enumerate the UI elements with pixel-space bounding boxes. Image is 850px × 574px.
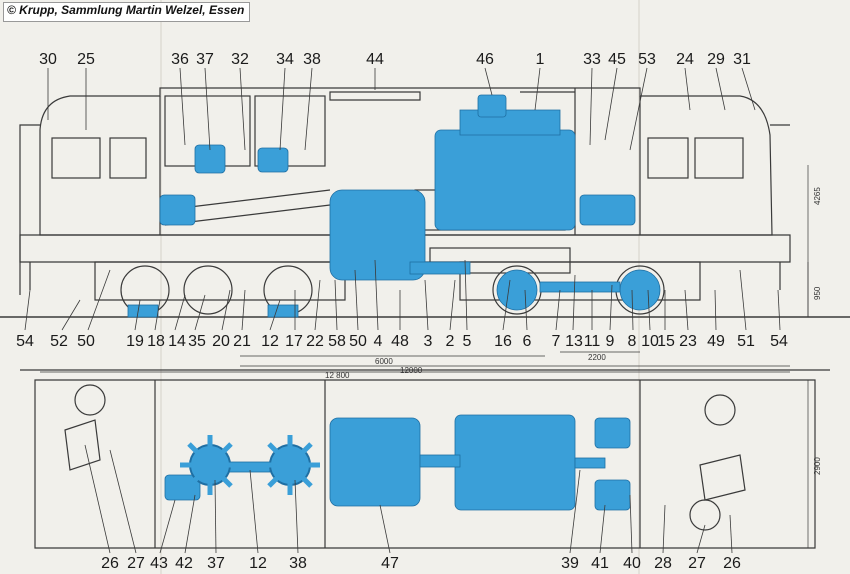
callout-label: 49 bbox=[707, 333, 725, 350]
callout-label: 7 bbox=[551, 333, 561, 350]
machinery-plan-highlight bbox=[164, 414, 631, 511]
callout-label: 54 bbox=[16, 333, 34, 350]
callout-label: 33 bbox=[583, 51, 601, 68]
callout-label: 27 bbox=[688, 555, 706, 572]
callout-label: 50 bbox=[349, 333, 367, 350]
callout-label: 2 bbox=[445, 333, 455, 350]
callout-label: 29 bbox=[707, 51, 725, 68]
callout-label: 25 bbox=[77, 51, 95, 68]
callout-label: 48 bbox=[391, 333, 409, 350]
callout-label: 24 bbox=[676, 51, 694, 68]
callout-label: 42 bbox=[175, 555, 193, 572]
dimension-lines bbox=[40, 165, 809, 548]
callout-label: 37 bbox=[196, 51, 214, 68]
plan-view bbox=[20, 369, 830, 549]
callout-label: 12 bbox=[261, 333, 279, 350]
callout-label: 4 bbox=[373, 333, 383, 350]
dimension-12800: 12 800 bbox=[325, 371, 350, 380]
callout-label: 18 bbox=[147, 333, 165, 350]
callout-label: 23 bbox=[679, 333, 697, 350]
callout-label: 54 bbox=[770, 333, 788, 350]
callout-label: 36 bbox=[171, 51, 189, 68]
dimension-2200: 2200 bbox=[588, 353, 606, 362]
leader-lines bbox=[24, 67, 781, 554]
callout-label: 52 bbox=[50, 333, 68, 350]
callout-label: 15 bbox=[657, 333, 675, 350]
callout-label: 26 bbox=[101, 555, 119, 572]
callout-label: 51 bbox=[737, 333, 755, 350]
callout-label: 37 bbox=[207, 555, 225, 572]
dimension-6000: 6000 bbox=[375, 357, 393, 366]
callout-label: 3 bbox=[423, 333, 433, 350]
callout-label: 47 bbox=[381, 555, 399, 572]
callout-label: 17 bbox=[285, 333, 303, 350]
callout-label: 39 bbox=[561, 555, 579, 572]
callout-label: 31 bbox=[733, 51, 751, 68]
callout-label: 53 bbox=[638, 51, 656, 68]
callout-label: 1 bbox=[535, 51, 545, 68]
callout-label: 41 bbox=[591, 555, 609, 572]
callout-label: 46 bbox=[476, 51, 494, 68]
callout-label: 38 bbox=[303, 51, 321, 68]
callout-label: 13 bbox=[565, 333, 583, 350]
callout-label: 5 bbox=[462, 333, 472, 350]
callout-label: 34 bbox=[276, 51, 294, 68]
callout-label: 19 bbox=[126, 333, 144, 350]
callout-label: 35 bbox=[188, 333, 206, 350]
photo-credit: © Krupp, Sammlung Martin Welzel, Essen bbox=[3, 2, 251, 22]
callout-label: 21 bbox=[233, 333, 251, 350]
dimension-12000: 12000 bbox=[400, 366, 423, 375]
dimension-height-4265: 4265 bbox=[813, 187, 822, 205]
callout-label: 58 bbox=[328, 333, 346, 350]
callout-label: 14 bbox=[168, 333, 186, 350]
callout-label: 20 bbox=[212, 333, 230, 350]
callout-label: 22 bbox=[306, 333, 324, 350]
callout-label: 40 bbox=[623, 555, 641, 572]
dimension-width-2900: 2900 bbox=[813, 457, 822, 475]
callout-label: 8 bbox=[627, 333, 637, 350]
callout-label: 50 bbox=[77, 333, 95, 350]
callout-label: 44 bbox=[366, 51, 384, 68]
callout-label: 6 bbox=[522, 333, 532, 350]
callout-label: 45 bbox=[608, 51, 626, 68]
callout-label: 11 bbox=[583, 333, 601, 350]
cooling-fans-plan bbox=[180, 435, 320, 495]
callout-label: 12 bbox=[249, 555, 267, 572]
callout-label: 26 bbox=[723, 555, 741, 572]
callout-label: 9 bbox=[605, 333, 615, 350]
dimension-height-950: 950 bbox=[813, 286, 822, 300]
callout-label: 27 bbox=[127, 555, 145, 572]
callout-label: 16 bbox=[494, 333, 512, 350]
fold-line bbox=[160, 0, 162, 574]
machinery-side-highlight bbox=[127, 94, 661, 318]
callout-label: 32 bbox=[231, 51, 249, 68]
callout-label: 10 bbox=[641, 333, 659, 350]
callout-label: 43 bbox=[150, 555, 168, 572]
callout-label: 28 bbox=[654, 555, 672, 572]
callout-label: 30 bbox=[39, 51, 57, 68]
callout-label: 38 bbox=[289, 555, 307, 572]
